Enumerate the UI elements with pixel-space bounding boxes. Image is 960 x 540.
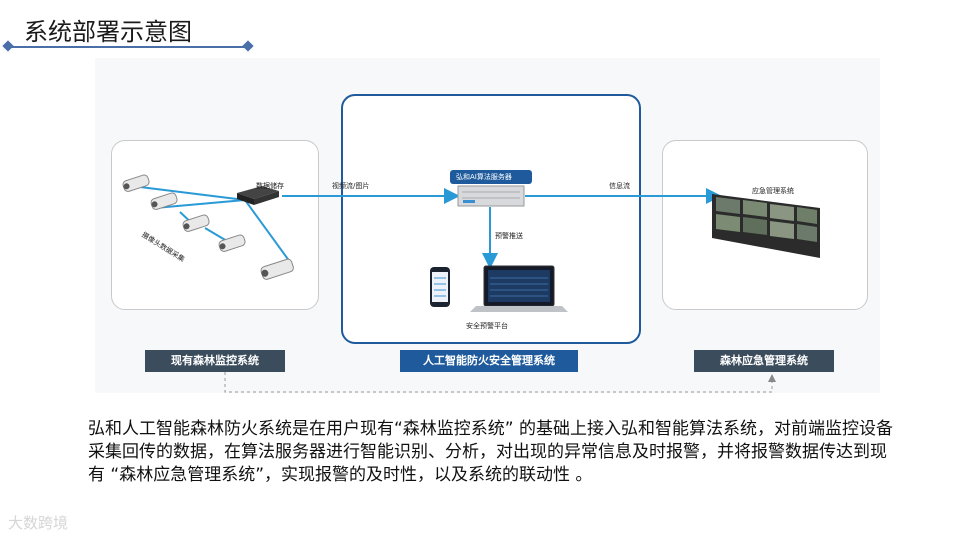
alert-push-label: 预警推送: [495, 232, 523, 240]
title-underline: [10, 46, 248, 48]
ai-fire-management-bar: 人工智能防火安全管理系统: [400, 350, 578, 372]
feedback-loop-dashed: [224, 372, 776, 393]
laptop-icon: [470, 265, 568, 312]
safety-platform-label: 安全预警平台: [466, 322, 508, 330]
data-storage-label: 数据储存: [256, 182, 284, 190]
info-stream-label: 信息流: [609, 182, 630, 190]
emergency-management-bar: 森林应急管理系统: [694, 350, 834, 372]
description-paragraph: 弘和人工智能森林防火系统是在用户现有“森林监控系统” 的基础上接入弘和智能算法系…: [88, 419, 894, 485]
existing-monitoring-bar: 现有森林监控系统: [145, 350, 285, 372]
server-icon: [450, 170, 532, 207]
camera-icon: [122, 174, 150, 192]
camera-icon: [182, 214, 210, 232]
camera-icon: [150, 192, 178, 210]
existing-monitoring-panel: [111, 140, 319, 310]
video-stream-label: 视频流/图片: [332, 182, 370, 190]
video-wall-icon: [712, 194, 820, 258]
page-title: 系统部署示意图: [24, 18, 192, 46]
camera-icon: [218, 234, 246, 252]
storage-device-icon: [237, 186, 279, 205]
phone-icon: [430, 267, 450, 307]
camera-icon: [260, 258, 294, 280]
server-label: 弘和AI算法服务器: [456, 173, 512, 181]
watermark: 大数跨境: [8, 514, 69, 532]
emergency-system-label: 应急管理系统: [752, 187, 794, 195]
